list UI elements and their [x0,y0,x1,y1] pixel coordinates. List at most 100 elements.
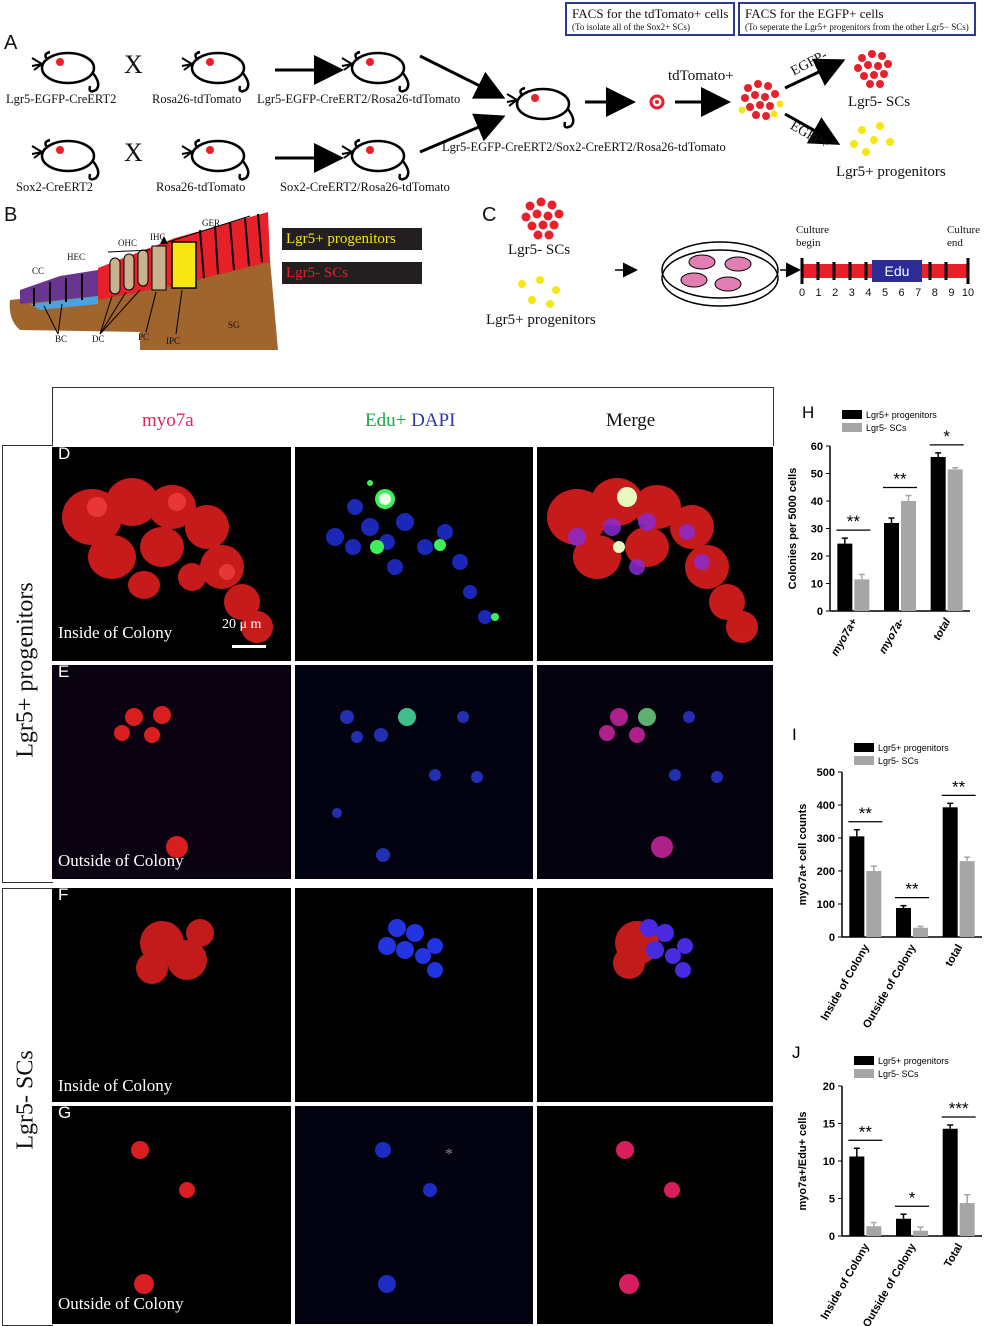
legend-swatch [842,423,862,432]
micro-header-frame [52,387,774,446]
label-bc: BC [55,334,68,344]
legend-lgr5-neg: Lgr5- SCs [282,262,422,284]
culture-begin-label: Culture begin [796,224,829,250]
image-f-myo7a: F Inside of Colony [52,888,291,1102]
mouse-label-lgr5: Lgr5-EGFP-CreERT2 [6,92,117,106]
label-pc: PC [138,332,150,342]
legend-swatch [854,1056,874,1065]
image-f-merge [537,888,773,1102]
bar [866,1226,882,1236]
significance-mark: ** [893,470,907,489]
day-tick-label: 5 [881,287,889,299]
legend-label: Lgr5- SCs [866,423,907,433]
label-dc: DC [92,334,105,344]
mouse-label-rosa26-2: Rosa26-tdTomato [156,180,246,194]
day-tick-label: 10 [961,287,975,299]
day-tick-label: 1 [815,287,822,299]
row-label-lgr5-pos-wrap: Lgr5+ progenitors [6,560,46,780]
mouse-icon [30,138,100,181]
cross-symbol-2: X [124,138,143,167]
day-tick-label: 2 [832,287,839,299]
panel-letter: J [792,1043,801,1062]
facs1-title: FACS for the tdTomato+ cells [572,6,729,21]
culture-end-label: Culture end [947,224,980,250]
legend-swatch [842,410,862,419]
image-d-merge [537,447,773,661]
significance-mark: *** [949,1099,969,1118]
c-lgr5-pos: Lgr5+ progenitors [486,312,596,328]
legend-swatch [854,1069,874,1078]
label-ger: GER [202,218,220,228]
legend-label: Lgr5- SCs [878,756,919,766]
mouse-icon [180,138,250,181]
label-sg: SG [228,320,240,330]
panel-e-letter: E [58,665,70,681]
facs-tdtomato-box: FACS for the tdTomato+ cells (To isolate… [565,2,736,37]
image-e-merge [537,665,773,879]
day-tick-label: 0 [798,287,806,299]
image-d-edu-dapi [295,447,533,661]
legend-swatch [854,743,874,752]
y-tick-label: 400 [817,800,835,812]
dapi-text: DAPI [411,410,456,431]
y-tick-label: 20 [811,551,823,563]
output-lgr5-pos: Lgr5+ progenitors [836,164,946,180]
category-label: Inside of Colony [819,942,873,1023]
y-tick-label: 50 [811,469,823,481]
panel-a-letter: A [4,32,18,54]
panel-d-letter: D [58,447,71,463]
bar [849,836,865,937]
tdtomato-label: tdTomato+ [668,68,734,84]
y-tick-label: 20 [823,1081,835,1093]
legend-label: Lgr5+ progenitors [878,1056,949,1066]
bar [866,871,882,937]
day-tick-label: 8 [931,287,938,299]
mouse-icon [340,50,410,93]
y-tick-label: 200 [817,866,835,878]
row-label-lgr5-pos: Lgr5+ progenitors [12,582,39,758]
facs2-title: FACS for the EGFP+ cells [745,6,884,21]
bar [930,457,946,611]
mouse-icon [505,86,575,129]
legend-label: Lgr5+ progenitors [866,410,937,420]
y-tick-label: 40 [811,496,823,508]
image-d-myo7a: D Inside of Colony 20 μ m [52,447,291,661]
c-lgr5-neg: Lgr5- SCs [508,242,571,258]
label-ohc: OHC [118,238,138,248]
col-header-myo7a: myo7a [142,410,194,431]
bar [959,1203,975,1236]
facs1-subtitle: (To isolate all of the Sox2+ SCs) [572,21,690,32]
edu-label: Edu [884,263,910,279]
cochlea-diagram [9,212,278,350]
significance-mark: ** [859,1122,873,1141]
y-tick-label: 0 [829,1231,835,1243]
panel-d-label: Inside of Colony [58,623,173,642]
y-tick-label: 30 [811,524,823,536]
edu-text: Edu+ [365,410,407,431]
category-label: myo7a- [877,616,907,656]
category-label: Outside of Colony [861,1241,919,1326]
mouse-label-rosa26: Rosa26-tdTomato [152,92,242,106]
panel-a-diagram [30,50,894,181]
label-ihc: IHC [150,232,166,242]
y-axis-label: myo7a+ cell counts [797,804,809,906]
mouse-icon [30,50,100,93]
image-e-myo7a: E Outside of Colony [52,665,291,879]
panel-e-label: Outside of Colony [58,851,184,870]
label-ipc: IPC [166,336,181,346]
y-tick-label: 10 [823,1156,835,1168]
mouse-label-sox2: Sox2-CreERT2 [16,180,94,194]
image-f-edu-dapi [295,888,533,1102]
image-e-edu-dapi [295,665,533,879]
culture-diagram [518,197,970,308]
facs2-subtitle: (To seperate the Lgr5+ progenitors from … [745,21,969,32]
bar [913,927,928,937]
category-label: Inside of Colony [819,1241,873,1322]
bar [942,1128,958,1236]
bar [849,1156,865,1236]
panel-f-label: Inside of Colony [58,1076,173,1095]
y-tick-label: 100 [817,899,835,911]
panel-f-letter: F [58,888,69,904]
